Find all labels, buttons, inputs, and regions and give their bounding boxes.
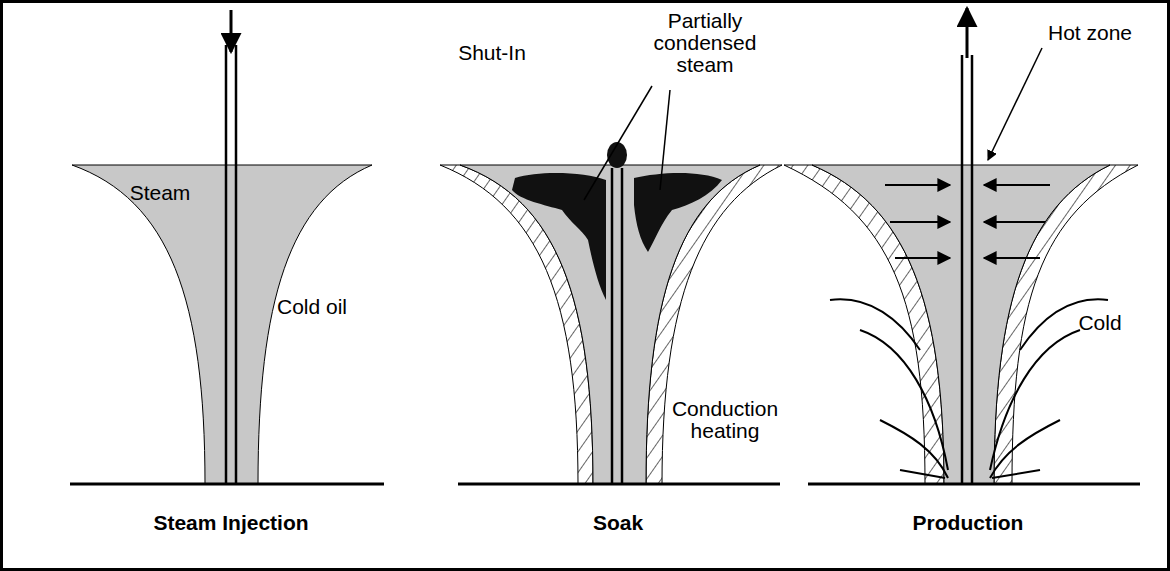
panel-caption: Production (913, 512, 1024, 534)
region-label: Steam (130, 182, 191, 204)
region-label: Conduction heating (666, 398, 784, 442)
injection-panel (70, 10, 384, 484)
panel-caption: Steam Injection (153, 512, 308, 534)
panel-caption: Soak (593, 512, 643, 534)
callout-label: Partially condensed steam (646, 10, 764, 76)
state-label: Shut-In (458, 42, 526, 64)
callout-label: Hot zone (1048, 22, 1132, 44)
region-label: Cold (1078, 312, 1121, 334)
production-panel (784, 8, 1140, 484)
region-label: Cold oil (277, 296, 347, 318)
